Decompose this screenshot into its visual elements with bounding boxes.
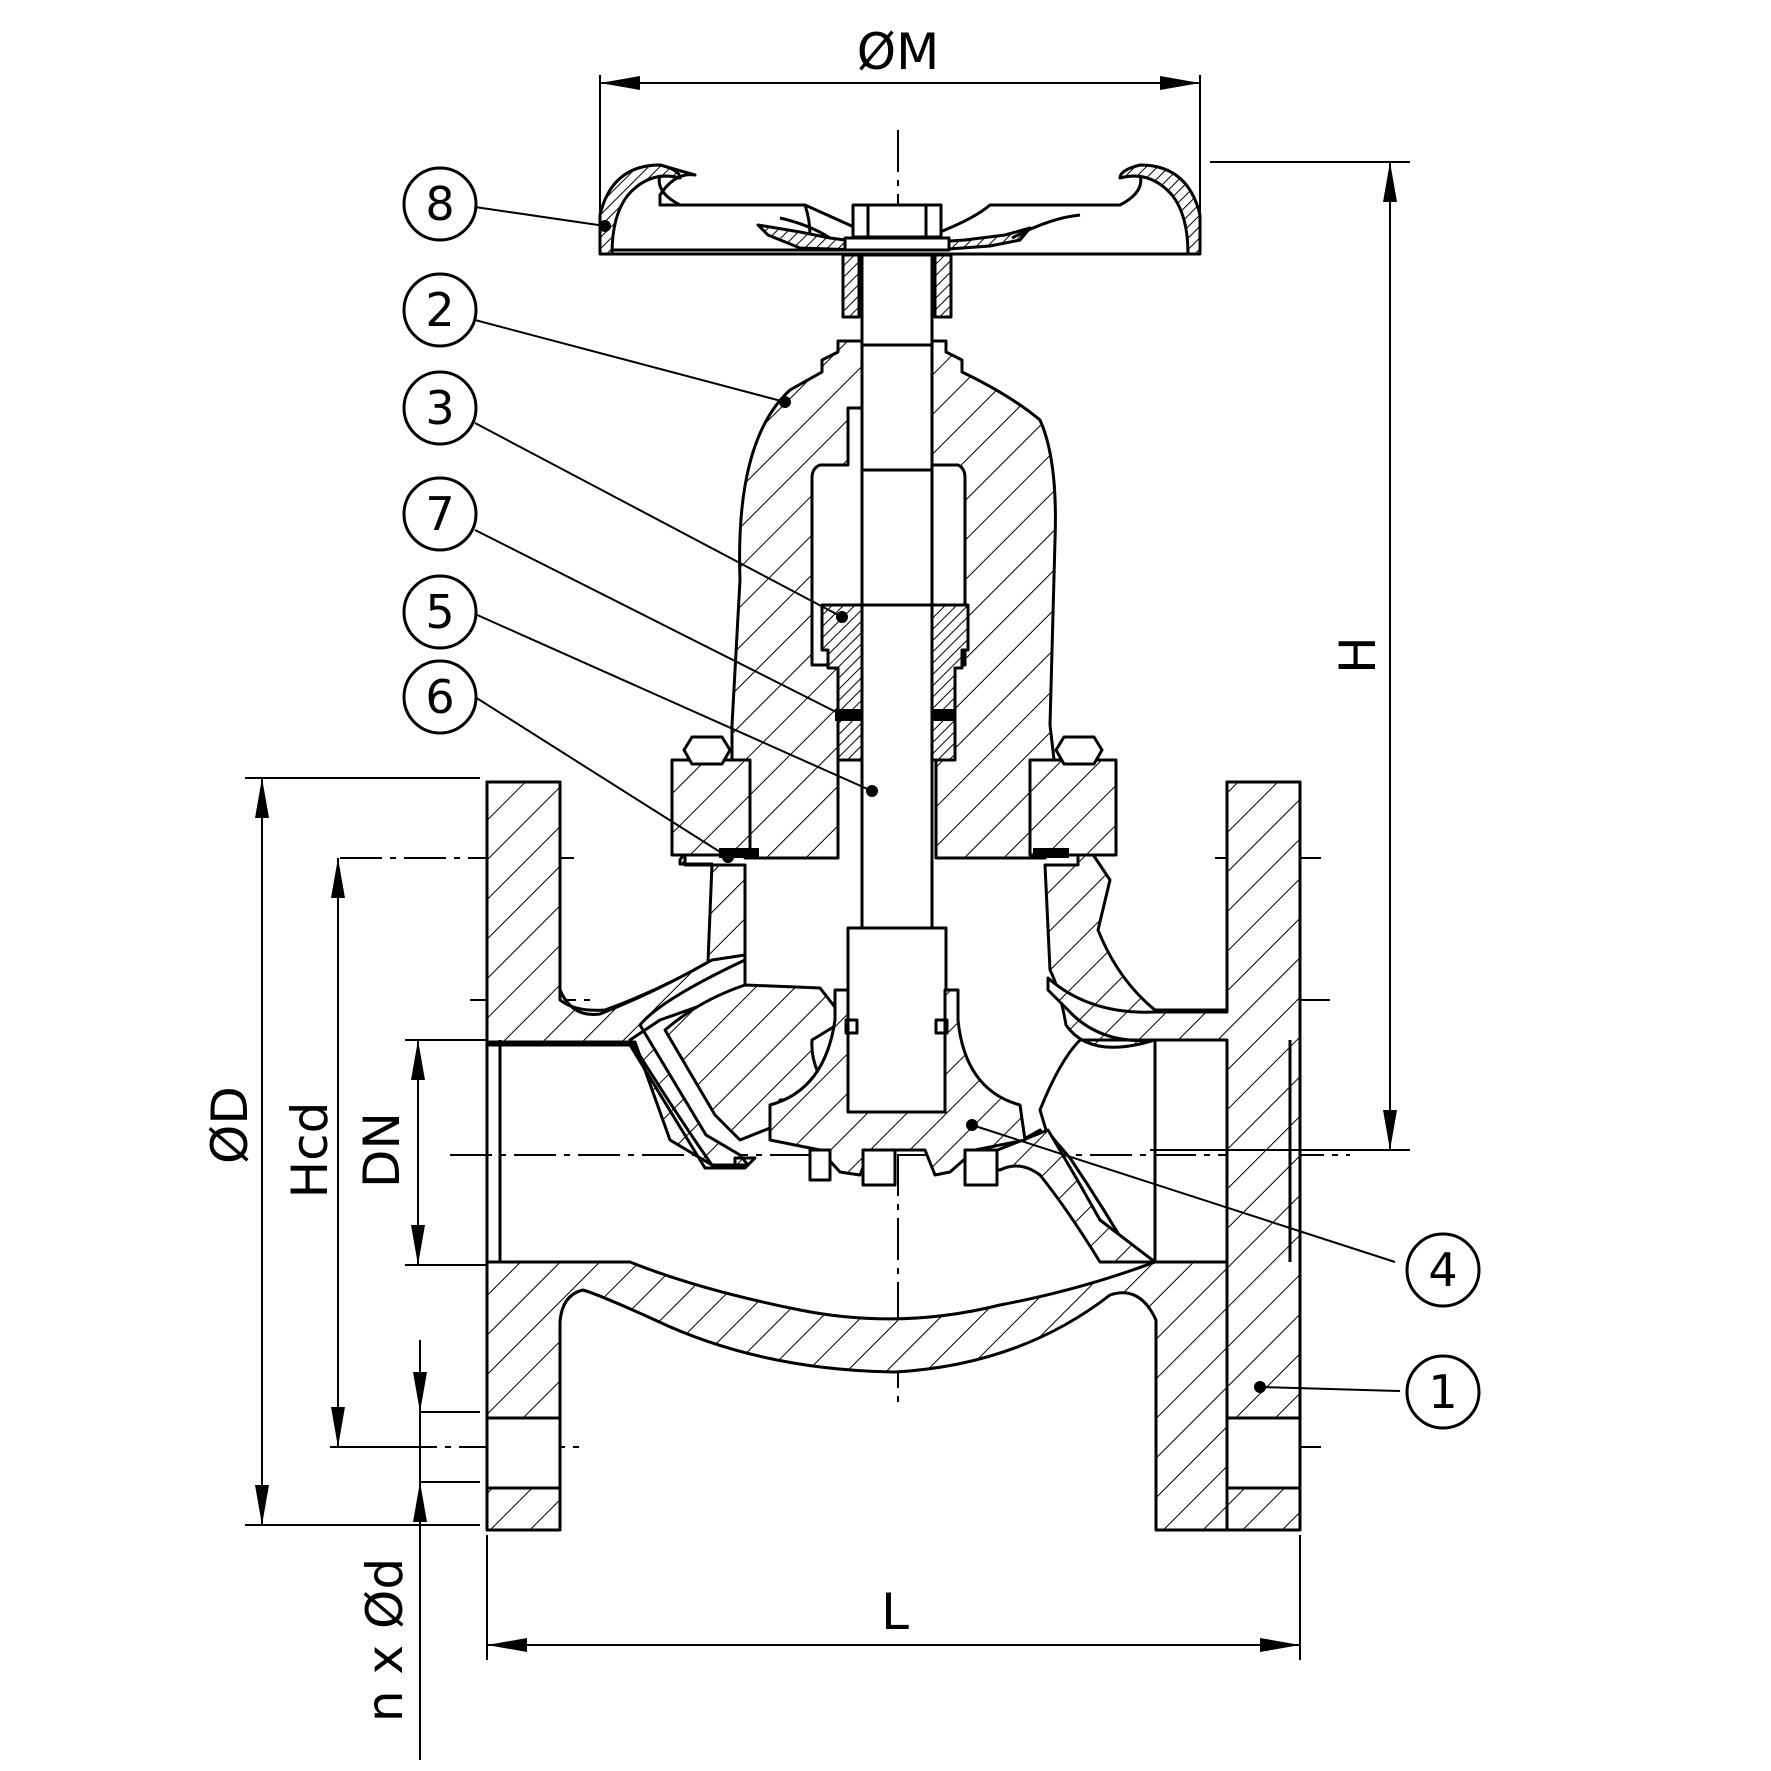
dim-label-nominal-diameter: DN [353,1112,411,1188]
dim-label-bolt-holes: n x Ød [356,1558,414,1722]
callout-part-8: 8 [402,166,478,242]
callout-number: 7 [425,487,454,541]
dim-label-flange-diameter: ØD [201,1086,259,1164]
stem-assembly [820,260,970,1130]
callout-part-4: 4 [1405,1232,1481,1308]
callout-part-7: 7 [402,476,478,552]
callout-part-6: 6 [402,659,478,735]
callout-number: 1 [1428,1365,1457,1419]
callout-number: 6 [425,670,454,724]
handwheel [598,163,1202,347]
disc [768,988,1027,1187]
dim-label-height: H [1329,636,1387,674]
dim-label-bolt-circle-height: Hcd [281,1102,339,1199]
bonnet [670,339,1118,860]
callout-part-5: 5 [402,574,478,650]
callout-number: 4 [1428,1243,1457,1297]
callout-number: 2 [425,283,454,337]
callout-part-2: 2 [402,272,478,348]
callout-part-3: 3 [402,370,478,446]
dim-label-length: L [881,1583,909,1641]
valve-body [485,778,1302,1532]
callout-number: 8 [425,177,454,231]
callout-number: 3 [425,381,454,435]
callout-part-1: 1 [1405,1354,1481,1430]
dimension-lines [245,75,1410,1760]
part-callouts: 8 2 3 7 5 6 4 1 [402,166,1481,1430]
callout-number: 5 [425,585,454,639]
dim-label-handwheel-diameter: ØM [857,23,940,81]
